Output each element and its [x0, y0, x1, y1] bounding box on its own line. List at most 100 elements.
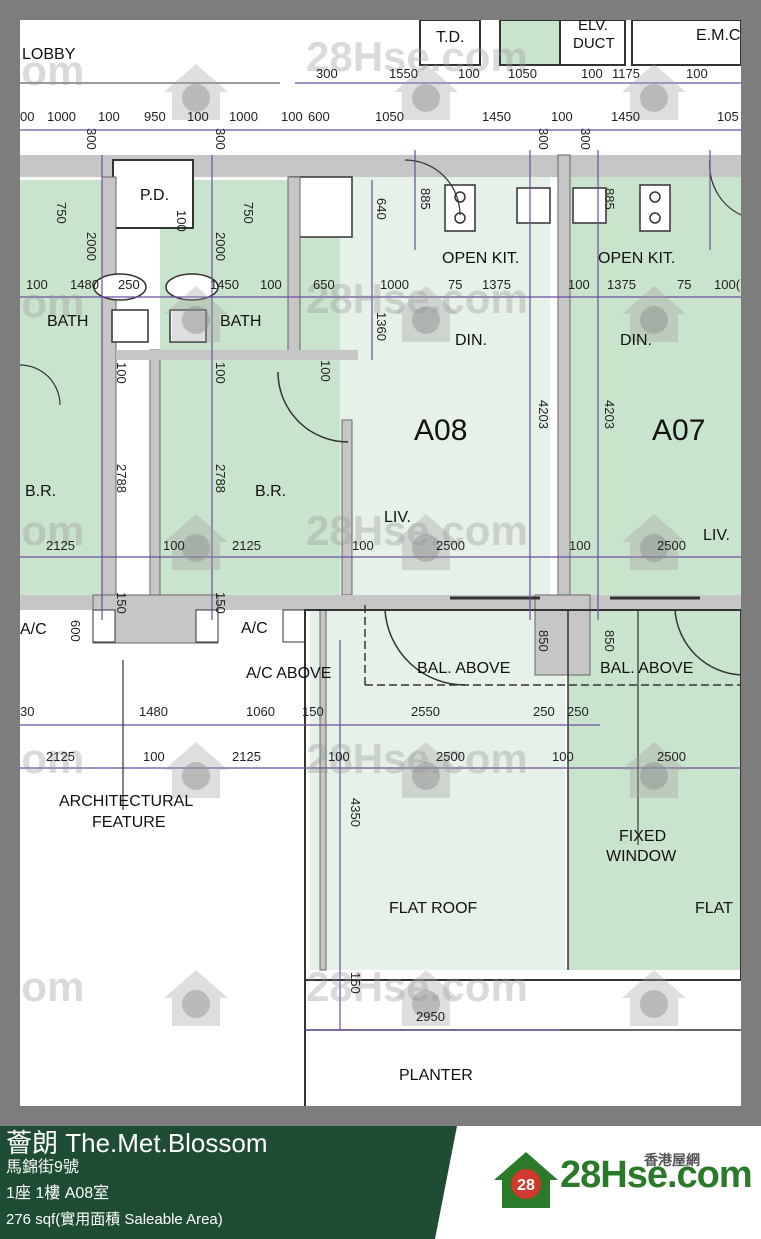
dimension-text: 150 [302, 704, 324, 719]
label-window: WINDOW [606, 848, 677, 865]
dimension-text: 300 [316, 66, 338, 81]
dimension-text: 1450 [210, 277, 239, 292]
floor-plan-drawing [20, 20, 741, 1106]
room-label-bath: BATH [220, 313, 262, 330]
dimension-text-vertical: 300 [536, 128, 551, 150]
dimension-text-vertical: 750 [54, 202, 69, 224]
watermark: com [20, 47, 85, 94]
dimension-text: 2125 [46, 749, 75, 764]
dimension-text: 00 [20, 109, 35, 124]
dimension-text-vertical: 2788 [114, 464, 129, 493]
watermark-logo-icon [622, 64, 686, 120]
brand-name[interactable]: 28Hse.com [560, 1154, 753, 1196]
dimension-text: 2950 [416, 1009, 445, 1024]
dimension-text-vertical: 850 [536, 630, 551, 652]
dimension-text: 100 [568, 277, 590, 292]
dimension-text-vertical: 150 [213, 592, 228, 614]
footer-background [0, 1126, 457, 1239]
dimension-text-vertical: 300 [578, 128, 593, 150]
brand-chinese-name: 香港屋網 [644, 1152, 700, 1168]
dimension-text: 2125 [232, 538, 261, 553]
dimension-text: 2500 [657, 538, 686, 553]
watermark-logo-icon [164, 742, 228, 798]
watermark-logo-icon [622, 286, 686, 342]
dimension-text: 1450 [611, 109, 640, 124]
dimension-text-vertical: 640 [374, 198, 389, 220]
dimension-text: 2500 [436, 749, 465, 764]
dimension-text-vertical: 885 [602, 188, 617, 210]
dimension-text: 2125 [232, 749, 261, 764]
brand-logo-icon: 28 [494, 1152, 558, 1208]
watermark: 28Hse.com [306, 966, 528, 1008]
label-architectural: ARCHITECTURAL [59, 793, 194, 810]
watermark-logo-icon [622, 514, 686, 570]
dimension-text: 1375 [607, 277, 636, 292]
room-label-flat-roof: FLAT [695, 900, 733, 917]
watermark-logo-icon [164, 64, 228, 120]
unit-label-a07: A07 [652, 414, 706, 447]
watermark-logo-icon [622, 970, 686, 1026]
dimension-text: 2550 [411, 704, 440, 719]
dimension-text-vertical: 750 [241, 202, 256, 224]
dimension-text: 1050 [508, 66, 537, 81]
dimension-text: 2500 [657, 749, 686, 764]
watermark-logo-icon [164, 970, 228, 1026]
dimension-text: 30 [20, 704, 35, 719]
watermark-logo-icon [394, 970, 458, 1026]
dimension-text-vertical: 2788 [213, 464, 228, 493]
room-label-elv: ELV. [578, 20, 609, 34]
dimension-text: 100 [187, 109, 209, 124]
dimension-text: 1060 [246, 704, 275, 719]
watermark-logo-icon [394, 64, 458, 120]
watermark-logo-icon [394, 742, 458, 798]
room-label-flat-roof: FLAT ROOF [389, 900, 478, 917]
watermark: com [20, 279, 85, 326]
dimension-text: 250 [118, 277, 140, 292]
dimension-text: 1550 [389, 66, 418, 81]
dimension-text: 105 [717, 109, 739, 124]
dimension-text-vertical: 885 [418, 188, 433, 210]
dimension-text: 1000 [380, 277, 409, 292]
watermark: 28Hse.com [306, 510, 528, 552]
dimension-text: 100 [352, 538, 374, 553]
room-label-planter: PLANTER [399, 1067, 473, 1084]
dimension-text-vertical: 4203 [602, 400, 617, 429]
watermark: com [20, 963, 85, 1010]
dimension-text: 100 [458, 66, 480, 81]
room-label-lobby: LOBBY [22, 46, 76, 63]
property-address: 馬錦街9號 [6, 1159, 79, 1176]
room-label-bath: BATH [47, 313, 89, 330]
dimension-text-vertical: 300 [213, 128, 228, 150]
dimension-text: 1000 [229, 109, 258, 124]
dimension-text-vertical: 600 [68, 620, 83, 642]
watermark-logo-icon [394, 514, 458, 570]
room-label-ac: A/C [20, 621, 47, 638]
room-label-ac: A/C [241, 620, 268, 637]
room-label-pd: P.D. [140, 187, 170, 204]
room-label-open-kitchen: OPEN KIT. [598, 250, 676, 267]
dimension-text: 250 [567, 704, 589, 719]
label-fixed: FIXED [619, 828, 667, 845]
property-area: 276 sqf(實用面積 Saleable Area) [6, 1211, 223, 1228]
dimension-text-vertical: 4203 [536, 400, 551, 429]
watermark: 28Hse.com [306, 33, 528, 80]
footer-banner: 薈朗 The.Met.Blossom 馬錦街9號 1座 1樓 A08室 276 … [0, 1126, 761, 1239]
property-title: 薈朗 The.Met.Blossom [6, 1128, 268, 1158]
dimension-text: 1450 [482, 109, 511, 124]
dimension-text: 100( [714, 277, 741, 292]
watermark: 28Hse.com [306, 738, 528, 780]
floor-plan: 28Hse.com 28Hse.com 28Hse.com 28Hse.com … [20, 20, 741, 1106]
dimension-text: 1000 [47, 109, 76, 124]
property-unit: 1座 1樓 A08室 [6, 1185, 110, 1202]
dimension-text: 100 [163, 538, 185, 553]
dimension-text: 250 [533, 704, 555, 719]
dimension-text-vertical: 100 [213, 362, 228, 384]
watermark: 28Hse.com [306, 278, 528, 320]
dimension-text: 100 [569, 538, 591, 553]
room-label-dining: DIN. [455, 332, 487, 349]
bath-left-fill [20, 180, 102, 610]
dimension-text: 75 [448, 277, 463, 292]
room-label-balcony: BAL. ABOVE [417, 660, 511, 677]
dimension-text: 950 [144, 109, 166, 124]
dimension-text: 1050 [375, 109, 404, 124]
